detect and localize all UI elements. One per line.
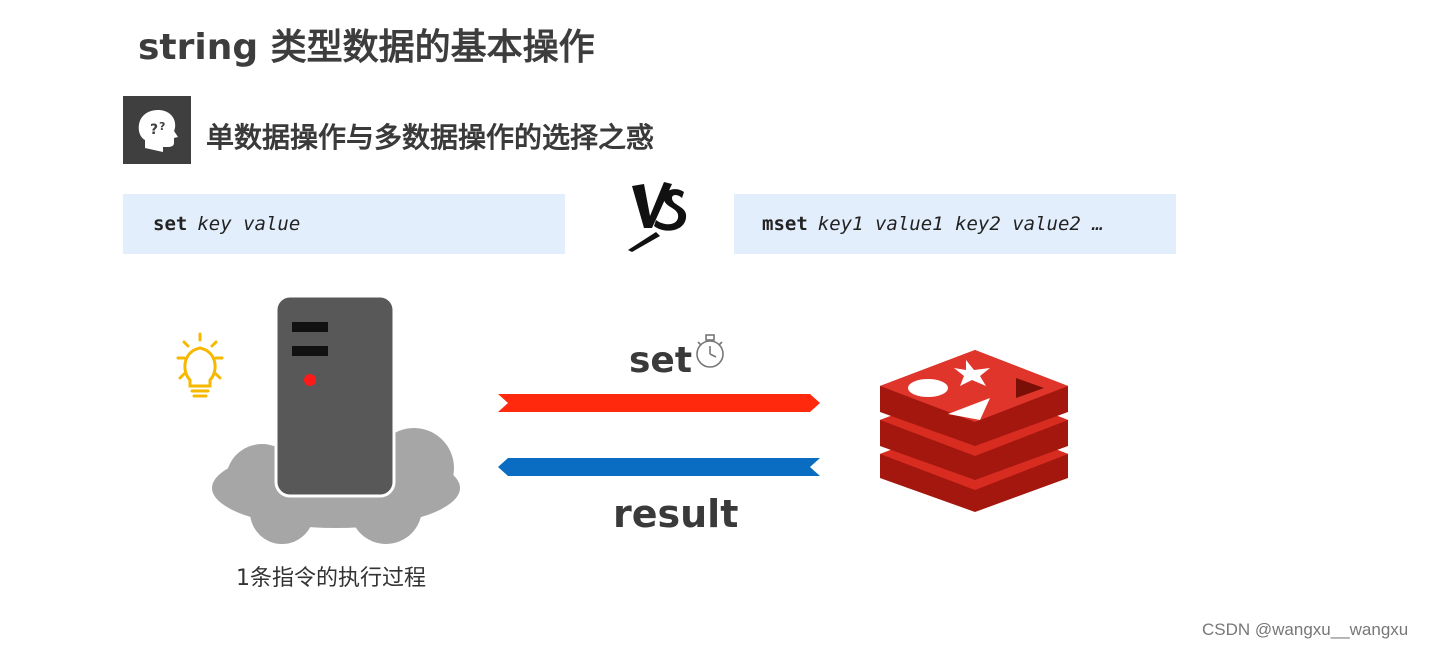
request-label: set — [629, 340, 693, 381]
execution-diagram — [176, 294, 1068, 544]
mset-arguments: key1 value1 key2 value2 … — [817, 213, 1104, 235]
lightbulb-icon — [176, 332, 224, 398]
request-arrow — [498, 394, 820, 412]
stopwatch-icon — [696, 334, 724, 368]
watermark: CSDN @wangxu__wangxu — [1202, 620, 1409, 639]
section-subtitle: 单数据操作与多数据操作的选择之惑 — [206, 121, 655, 154]
vs-icon — [626, 176, 690, 260]
set-arguments: key value — [197, 213, 301, 235]
response-label: result — [613, 492, 739, 536]
mset-command-box: mset key1 value1 key2 value2 … — [734, 194, 1176, 254]
svg-text:?: ? — [150, 122, 158, 138]
set-command-box: set key value — [123, 194, 565, 254]
response-arrow — [498, 458, 820, 476]
page-title: string 类型数据的基本操作 — [138, 27, 595, 68]
mset-keyword: mset — [762, 213, 808, 235]
server-icon — [274, 294, 396, 498]
thinking-head-icon: ? ? — [123, 96, 191, 164]
diagram-caption: 1条指令的执行过程 — [236, 566, 426, 591]
redis-logo-icon — [880, 350, 1068, 512]
set-keyword: set — [153, 213, 188, 235]
svg-text:?: ? — [159, 120, 165, 133]
